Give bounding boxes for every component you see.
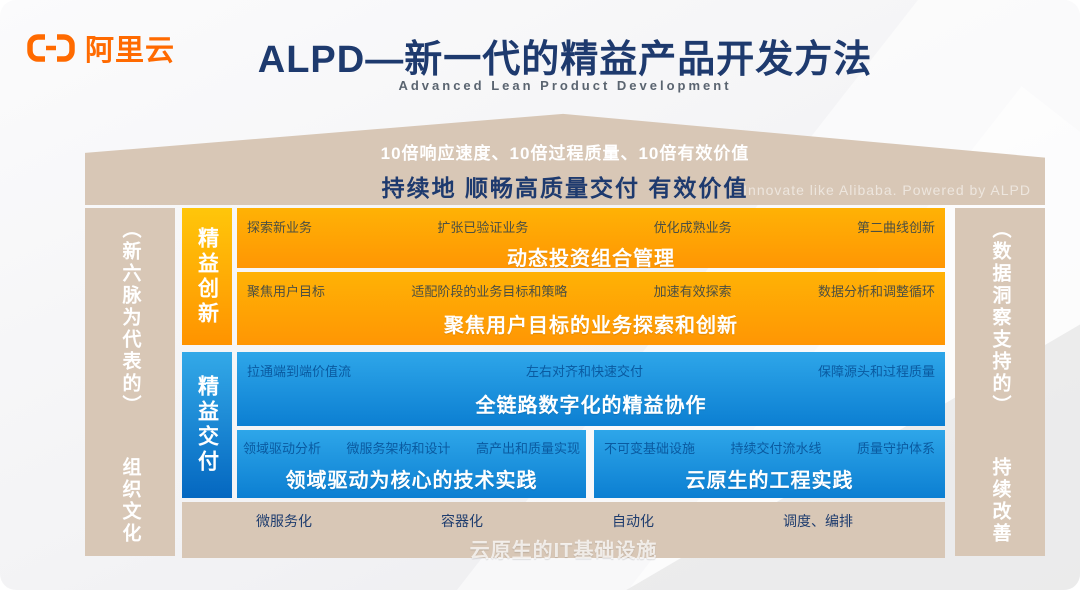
alibaba-cloud-logo: 阿里云 xyxy=(25,27,175,69)
block-labels: 不可变基础设施 持续交付流水线 质量守护体系 xyxy=(594,430,945,457)
label: 领域驱动分析 xyxy=(243,441,322,456)
label: 不可变基础设施 xyxy=(604,441,696,456)
block-digital-lean-collaboration: 拉通端到端价值流 左右对齐和快速交付 保障源头和过程质量 全链路数字化的精益协作 xyxy=(237,352,945,426)
page-subtitle: Advanced Lean Product Development xyxy=(398,78,732,93)
label: 自动化 xyxy=(612,513,654,529)
label: 拉通端到端价值流 xyxy=(247,364,352,379)
strip-lean-delivery-label: 精益交付 xyxy=(195,375,219,475)
block-portfolio-management: 探索新业务 扩张已验证业务 优化成熟业务 第二曲线创新 动态投资组合管理 xyxy=(237,208,945,270)
block-domain-driven-practice: 领域驱动分析 微服务架构和设计 高产出和质量实现 领域驱动为核心的技术实践 xyxy=(237,430,586,498)
label: 聚焦用户目标 xyxy=(247,284,326,299)
label: 调度、编排 xyxy=(783,513,853,529)
block-labels: 聚焦用户目标 适配阶段的业务目标和策略 加速有效探索 数据分析和调整循环 xyxy=(237,272,945,300)
label: 质量守护体系 xyxy=(856,441,935,456)
label: 持续交付流水线 xyxy=(730,441,822,456)
pillar-left-text: （新六脉为代表的） 组织文化 xyxy=(119,219,141,545)
pillar-left-paren: （新六脉为代表的） xyxy=(119,219,141,417)
label: 左右对齐和快速交付 xyxy=(525,364,643,379)
label: 微服务化 xyxy=(256,513,312,529)
block-heading: 动态投资组合管理 xyxy=(507,248,675,270)
label: 加速有效探索 xyxy=(653,284,732,299)
label: 容器化 xyxy=(441,513,483,529)
block-heading: 领域驱动为核心的技术实践 xyxy=(285,470,538,492)
label: 优化成熟业务 xyxy=(653,220,732,235)
strip-lean-delivery: 精益交付 xyxy=(182,352,232,498)
label: 适配阶段的业务目标和策略 xyxy=(411,284,568,299)
pillar-right-text: （数据洞察支持的） 持续改善 xyxy=(989,219,1011,545)
pillar-right-paren: （数据洞察支持的） xyxy=(989,219,1011,417)
pillar-right-label: 持续改善 xyxy=(989,457,1011,545)
roof-goals-text: 10倍响应速度、10倍过程质量、10倍有效价值 xyxy=(380,144,750,163)
label: 扩张已验证业务 xyxy=(437,220,529,235)
block-heading: 聚焦用户目标的业务探索和创新 xyxy=(444,315,738,337)
block-user-goal-exploration: 聚焦用户目标 适配阶段的业务目标和策略 加速有效探索 数据分析和调整循环 聚焦用… xyxy=(237,272,945,345)
roof-mission-text: 持续地 顺畅高质量交付 有效价值 xyxy=(381,175,749,201)
label: 数据分析和调整循环 xyxy=(817,284,935,299)
page-title: ALPD—新一代的精益产品开发方法 xyxy=(257,39,873,81)
pillar-organization-culture: （新六脉为代表的） 组织文化 xyxy=(85,208,175,556)
block-cloud-native-engineering: 不可变基础设施 持续交付流水线 质量守护体系 云原生的工程实践 xyxy=(594,430,945,498)
label: 微服务架构和设计 xyxy=(346,441,451,456)
roof-watermark: Innovate like Alibaba. Powered by ALPD xyxy=(743,182,1031,198)
strip-lean-innovation-label: 精益创新 xyxy=(195,226,219,327)
block-heading: 云原生的IT基础设施 xyxy=(469,540,658,562)
alibaba-cloud-logo-icon xyxy=(27,34,75,62)
block-heading: 全链路数字化的精益协作 xyxy=(475,395,707,417)
pillar-left-label: 组织文化 xyxy=(119,457,141,545)
strip-lean-innovation: 精益创新 xyxy=(182,208,232,345)
block-cloud-native-infrastructure: 微服务化 容器化 自动化 调度、编排 云原生的IT基础设施 xyxy=(182,502,945,562)
label: 高产出和质量实现 xyxy=(475,441,580,456)
block-heading: 云原生的工程实践 xyxy=(685,470,854,492)
label: 保障源头和过程质量 xyxy=(817,364,935,379)
logo-text: 阿里云 xyxy=(85,35,176,67)
pillar-continuous-improvement: （数据洞察支持的） 持续改善 xyxy=(955,208,1045,556)
label: 探索新业务 xyxy=(247,220,313,235)
block-labels: 微服务化 容器化 自动化 调度、编排 xyxy=(182,502,945,531)
block-labels: 领域驱动分析 微服务架构和设计 高产出和质量实现 xyxy=(237,430,586,457)
block-labels: 拉通端到端价值流 左右对齐和快速交付 保障源头和过程质量 xyxy=(237,352,945,380)
label: 第二曲线创新 xyxy=(856,220,935,235)
block-labels: 探索新业务 扩张已验证业务 优化成熟业务 第二曲线创新 xyxy=(237,208,945,236)
